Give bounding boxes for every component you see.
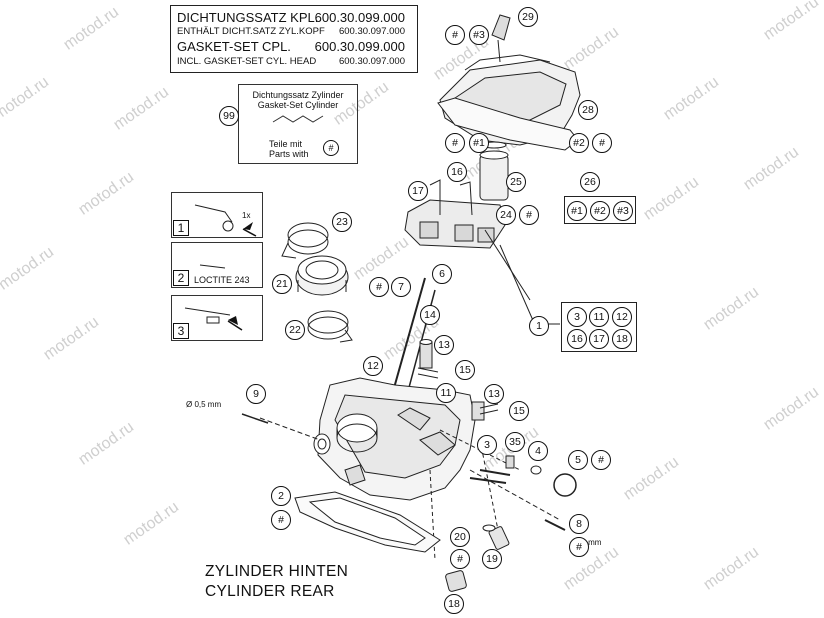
diagram-title: ZYLINDER HINTEN CYLINDER REAR: [205, 562, 348, 602]
cylinder-set-line4: Parts with: [269, 149, 309, 159]
cylinder-set-line1: Dichtungssatz Zylinder: [252, 90, 344, 100]
title-german: ZYLINDER HINTEN: [205, 563, 349, 580]
kit-line1-name: DICHTUNGSSATZ KPL.: [177, 10, 319, 25]
callout-mark[interactable]: #: [445, 133, 465, 153]
callout-5[interactable]: 5: [568, 450, 588, 470]
step-2-note: LOCTITE 243: [194, 275, 250, 285]
title-english: CYLINDER REAR: [205, 583, 335, 600]
callout-29[interactable]: 29: [518, 7, 538, 27]
step-number-3: 3: [173, 323, 189, 339]
callout-mark[interactable]: #: [519, 205, 539, 225]
cylinder-set-line2: Gasket-Set Cylinder: [257, 100, 339, 110]
callout-18[interactable]: 18: [612, 329, 632, 349]
callout-mark-2[interactable]: #2: [590, 201, 610, 221]
callout-mark[interactable]: #: [450, 549, 470, 569]
callout-19[interactable]: 19: [482, 549, 502, 569]
callout-mark[interactable]: #: [445, 25, 465, 45]
cylinder-set-line3: Teile mit: [269, 139, 303, 149]
callout-6[interactable]: 6: [432, 264, 452, 284]
callout-20[interactable]: 20: [450, 527, 470, 547]
callout-23[interactable]: 23: [332, 212, 352, 232]
step-box-3: 3: [171, 295, 263, 341]
cylinder-set-mark: #: [323, 140, 339, 156]
callout-18[interactable]: 18: [444, 594, 464, 614]
measure-0-5mm: Ø 0,5 mm: [186, 400, 222, 409]
callout-mark-2[interactable]: #2: [569, 133, 589, 153]
gasket-kit-box: DICHTUNGSSATZ KPL.600.30.099.000 ENTHÄLT…: [170, 5, 418, 73]
callout-24[interactable]: 24: [496, 205, 516, 225]
callout-11[interactable]: 11: [436, 383, 456, 403]
step-box-2: 2 LOCTITE 243: [171, 242, 263, 288]
callout-mark[interactable]: #: [592, 133, 612, 153]
callout-21[interactable]: 21: [272, 274, 292, 294]
callout-9[interactable]: 9: [246, 384, 266, 404]
callout-15[interactable]: 15: [509, 401, 529, 421]
step-box-1: 1 1x: [171, 192, 263, 238]
callout-14[interactable]: 14: [420, 305, 440, 325]
callout-mark[interactable]: #: [271, 510, 291, 530]
callout-2[interactable]: 2: [271, 486, 291, 506]
callout-4[interactable]: 4: [528, 441, 548, 461]
callout-12[interactable]: 12: [612, 307, 632, 327]
kit-line3-number: 600.30.099.000: [314, 39, 405, 54]
callout-13[interactable]: 13: [434, 335, 454, 355]
kit-line3-name: GASKET-SET CPL.: [177, 39, 291, 54]
kit-line4-number: 600.30.097.000: [338, 56, 405, 67]
callout-1[interactable]: 1: [529, 316, 549, 336]
callout-25[interactable]: 25: [506, 172, 526, 192]
callout-17[interactable]: 17: [408, 181, 428, 201]
callout-15[interactable]: 15: [455, 360, 475, 380]
callout-35[interactable]: 35: [505, 432, 525, 452]
kit-line2-number: 600.30.097.000: [338, 26, 405, 37]
kit-line2-name: ENTHÄLT DICHT.SATZ ZYL.KOPF: [177, 26, 325, 37]
callout-group-26: [564, 196, 636, 224]
callout-mark-3[interactable]: #3: [469, 25, 489, 45]
cylinder-gasket-set-box: Dichtungssatz Zylinder Gasket-Set Cylind…: [238, 84, 358, 164]
callout-8[interactable]: 8: [569, 514, 589, 534]
callout-12[interactable]: 12: [363, 356, 383, 376]
step-1-note: 1x: [242, 211, 251, 220]
callout-28[interactable]: 28: [578, 100, 598, 120]
step-number-1: 1: [173, 220, 189, 236]
callout-mark-3[interactable]: #3: [613, 201, 633, 221]
callout-mark[interactable]: #: [569, 537, 589, 557]
callout-13[interactable]: 13: [484, 384, 504, 404]
kit-line1-number: 600.30.099.000: [314, 10, 405, 25]
callout-26[interactable]: 26: [580, 172, 600, 192]
gasket-icon: [272, 115, 324, 123]
callout-17[interactable]: 17: [589, 329, 609, 349]
callout-11[interactable]: 11: [589, 307, 609, 327]
callout-16[interactable]: 16: [447, 162, 467, 182]
step-number-2: 2: [173, 270, 189, 286]
callout-22[interactable]: 22: [285, 320, 305, 340]
callout-3[interactable]: 3: [477, 435, 497, 455]
callout-mark[interactable]: #: [591, 450, 611, 470]
callout-16[interactable]: 16: [567, 329, 587, 349]
callout-group-1: [561, 302, 637, 352]
callout-99[interactable]: 99: [219, 106, 239, 126]
callout-mark-1[interactable]: #1: [469, 133, 489, 153]
kit-line4-name: INCL. GASKET-SET CYL. HEAD: [177, 56, 317, 67]
callout-3[interactable]: 3: [567, 307, 587, 327]
callout-7[interactable]: 7: [391, 277, 411, 297]
callout-mark-1[interactable]: #1: [567, 201, 587, 221]
callout-mark[interactable]: #: [369, 277, 389, 297]
